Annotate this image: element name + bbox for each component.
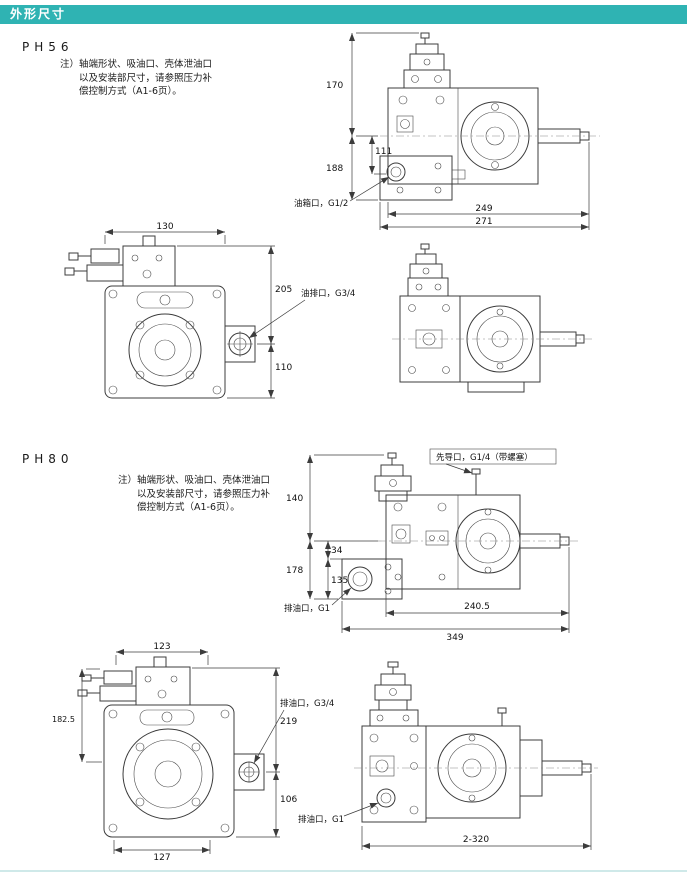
page-title: 外形尺寸 bbox=[10, 7, 67, 21]
dimension-label: 182.5 bbox=[52, 715, 75, 724]
section-label-ph56: PH56 bbox=[22, 40, 74, 54]
dimension-label: 123 bbox=[153, 642, 170, 652]
ph56-front-view: 130 205 110 油排口，G3/4 bbox=[64, 222, 355, 399]
section-label-ph80: PH80 bbox=[22, 452, 74, 466]
dimension-label: 34 bbox=[331, 546, 343, 556]
note-ph56: 注）轴端形状、吸油口、壳体泄油口 以及安装部尺寸，请参照压力补 偿控制方式（A1… bbox=[60, 58, 280, 99]
drain-port-label: 排油口，G1 bbox=[298, 814, 344, 825]
dimensions: 先导口，G1/4（带螺塞） 140 178 34 135 240.5 349 排… bbox=[284, 448, 570, 642]
ph80-rear-view: 排油口，G1 2-320 bbox=[298, 661, 598, 850]
footer-rule bbox=[0, 870, 687, 872]
pump-outline bbox=[64, 235, 256, 399]
ph80-side-view: 先导口，G1/4（带螺塞） 140 178 34 135 240.5 349 排… bbox=[284, 448, 580, 642]
dimension-label: 106 bbox=[280, 795, 297, 805]
dimension-label: 127 bbox=[153, 853, 170, 862]
ph56-side-view: 170 188 111 249 271 油箱口，G1/2 bbox=[294, 32, 600, 230]
note-line: 注）轴端形状、吸油口、壳体泄油口 bbox=[60, 59, 213, 70]
ph56-rear-view bbox=[392, 243, 594, 393]
dimension-label: 205 bbox=[275, 285, 292, 295]
dimension-label: 349 bbox=[446, 633, 463, 642]
tank-port-label: 油箱口，G1/2 bbox=[294, 198, 348, 209]
drain-port-label: 排油口，G3/4 bbox=[280, 698, 334, 709]
dimension-label: 130 bbox=[156, 222, 173, 232]
dimension-label: 2-320 bbox=[463, 835, 489, 845]
dimensions: 排油口，G1 2-320 bbox=[298, 774, 592, 850]
pump-outline bbox=[392, 243, 594, 393]
note-line: 偿控制方式（A1-6页）。 bbox=[137, 502, 240, 513]
note-line: 偿控制方式（A1-6页）。 bbox=[79, 86, 182, 97]
dimensions: 170 188 111 249 271 油箱口，G1/2 bbox=[294, 32, 590, 230]
pump-outline bbox=[341, 452, 580, 600]
dimension-label: 111 bbox=[375, 147, 392, 157]
pump-outline bbox=[77, 656, 265, 838]
ph80-front-view: 123 182.5 219 106 127 排油口，G3/4 bbox=[52, 642, 334, 862]
page-header: 外形尺寸 bbox=[0, 5, 687, 24]
dimension-label: 249 bbox=[475, 204, 492, 214]
pump-outline bbox=[354, 661, 598, 823]
pump-outline bbox=[379, 32, 600, 201]
dimension-label: 135 bbox=[331, 576, 348, 586]
drain-port-label: 排油口，G1 bbox=[284, 603, 330, 614]
dimensions: 123 182.5 219 106 127 排油口，G3/4 bbox=[52, 642, 334, 862]
note-line: 以及安装部尺寸，请参照压力补 bbox=[137, 488, 271, 500]
drain-port-label: 油排口，G3/4 bbox=[301, 288, 355, 299]
pilot-port-label: 先导口，G1/4（带螺塞） bbox=[436, 452, 533, 463]
dimension-label: 178 bbox=[286, 566, 303, 576]
dimension-label: 188 bbox=[326, 164, 343, 174]
dimension-label: 170 bbox=[326, 81, 343, 91]
dimension-label: 240.5 bbox=[464, 602, 490, 612]
dimension-label: 110 bbox=[275, 363, 292, 373]
dimensions: 130 205 110 油排口，G3/4 bbox=[104, 222, 355, 399]
note-line: 以及安装部尺寸，请参照压力补 bbox=[79, 72, 213, 84]
dimension-label: 140 bbox=[286, 494, 303, 504]
dimension-label: 219 bbox=[280, 717, 297, 727]
note-ph80: 注）轴端形状、吸油口、壳体泄油口 以及安装部尺寸，请参照压力补 偿控制方式（A1… bbox=[118, 474, 338, 515]
dimension-label: 271 bbox=[475, 217, 492, 227]
note-line: 注）轴端形状、吸油口、壳体泄油口 bbox=[118, 475, 271, 486]
